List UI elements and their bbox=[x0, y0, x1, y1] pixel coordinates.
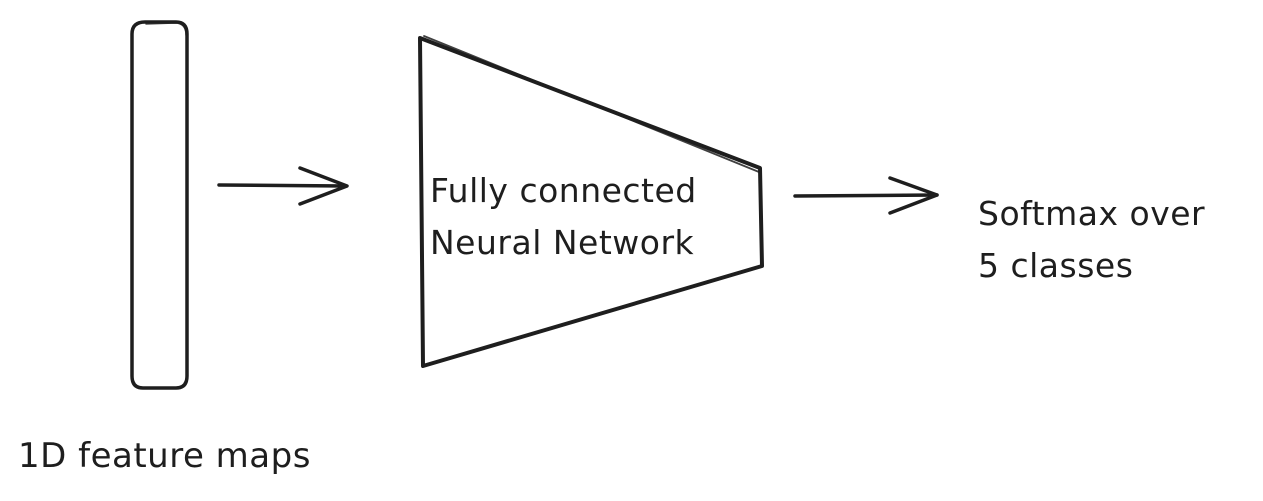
feature-vector-label: 1D feature maps bbox=[18, 436, 311, 476]
fc-network-label-line-1: Fully connected bbox=[430, 171, 697, 210]
feature-vector-shape bbox=[130, 20, 189, 390]
arrow-feature-to-fc bbox=[217, 166, 349, 206]
softmax-output-label: Softmax over 5 classes bbox=[978, 188, 1205, 292]
fc-network-trapezoid bbox=[418, 35, 764, 368]
fc-network-label-line-2: Neural Network bbox=[430, 223, 695, 262]
arrow-fc-to-softmax bbox=[793, 176, 939, 215]
softmax-output-label-line-1: Softmax over bbox=[978, 194, 1206, 233]
fc-network-label: Fully connected Neural Network bbox=[430, 165, 697, 269]
softmax-output-label-line-2: 5 classes bbox=[978, 246, 1134, 285]
